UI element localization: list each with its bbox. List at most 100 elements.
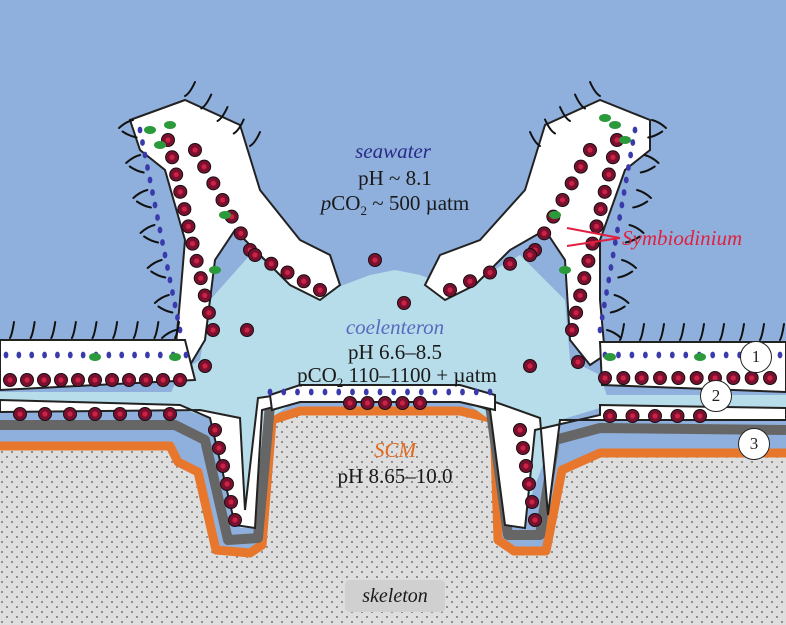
green-fluorescent-granule (164, 121, 176, 129)
green-fluorescent-granule (609, 121, 621, 129)
cell-nucleus (405, 388, 410, 396)
coelenteron-pco2: pCO2 110–1100 + µatm (282, 363, 512, 390)
cilium (216, 106, 229, 122)
scm-ph-text: pH 8.65–10.0 (337, 464, 453, 488)
cell-nucleus (363, 388, 369, 396)
cell-nucleus (172, 301, 178, 309)
symbiont-core (372, 257, 378, 263)
cell-nucleus (460, 388, 465, 396)
symbiont-core (587, 147, 593, 153)
scm-ph: pH 8.65–10.0 (320, 466, 470, 487)
coelenteron-pco2-rest: 110–1100 + µatm (343, 363, 497, 387)
symbiont-core (142, 411, 148, 417)
cell-nucleus (723, 351, 729, 359)
cell-nucleus (432, 388, 438, 396)
cilium (679, 323, 685, 341)
cilium (659, 323, 665, 341)
cell-nucleus (162, 251, 168, 259)
symbiont-core (268, 261, 274, 267)
symbiont-core (216, 445, 222, 451)
symbiont-core (674, 413, 681, 419)
coelenteron-ph-text: pH 6.6–8.5 (348, 340, 442, 364)
seawater-pco2-co: CO (331, 191, 361, 215)
symbiont-core (117, 411, 123, 417)
symbiont-core (487, 269, 493, 276)
cilium (232, 118, 245, 135)
cell-nucleus (446, 388, 452, 396)
cilium (628, 224, 645, 234)
cilium (529, 131, 541, 147)
cell-nucleus (616, 351, 621, 359)
cell-nucleus (160, 239, 165, 246)
cilium (609, 305, 626, 314)
seawater-name: seawater (355, 139, 431, 163)
symbiont-core (92, 411, 98, 417)
cell-nucleus (621, 189, 627, 196)
green-fluorescent-granule (89, 353, 101, 361)
symbiont-core (520, 445, 526, 451)
symbiont-core (697, 413, 703, 419)
cilium (200, 93, 213, 110)
symbiont-core (219, 197, 226, 203)
cell-nucleus (142, 151, 148, 159)
cilium (739, 323, 745, 341)
cilium (639, 165, 656, 174)
cell-nucleus (656, 351, 662, 359)
cilium (651, 119, 667, 129)
coelenteron-name: coelenteron (345, 315, 445, 339)
cell-nucleus (157, 351, 163, 359)
symbiont-core (517, 427, 523, 433)
cell-nucleus (322, 388, 328, 396)
symbiont-core (228, 499, 234, 505)
seawater-pco2-rest: ~ 500 µatm (366, 191, 470, 215)
symbiont-core (347, 400, 353, 406)
coelenteron-pco2-main: pCO (297, 363, 337, 387)
cell-nucleus (267, 388, 273, 396)
cell-nucleus (630, 139, 636, 146)
cell-nucleus (623, 176, 629, 184)
cell-nucleus (777, 351, 783, 359)
symbiont-core (206, 310, 212, 316)
symbiont-core (606, 171, 612, 178)
cilium (125, 154, 142, 164)
symbiont-core (160, 377, 166, 383)
green-fluorescent-granule (619, 136, 631, 144)
cell-nucleus (3, 351, 9, 359)
cell-nucleus (140, 139, 145, 146)
symbiont-core (541, 230, 547, 236)
cilium (544, 118, 556, 135)
symbiont-core (181, 206, 187, 212)
cilium (153, 321, 160, 339)
symbiont-core (610, 154, 616, 160)
seawater-pco2-sub: 2 (360, 203, 367, 219)
seawater-pco2-p: p (320, 191, 332, 215)
cilium (50, 321, 57, 339)
symbiont-core (7, 377, 13, 383)
green-fluorescent-granule (694, 353, 706, 361)
symbiont-core (382, 400, 388, 406)
symbiont-core (317, 287, 323, 293)
symbiont-core (712, 375, 718, 381)
symbiont-core (58, 377, 64, 383)
symbiont-core (657, 375, 663, 381)
symbiont-core (639, 375, 645, 381)
cilium (9, 321, 15, 339)
symbiont-core (198, 275, 204, 281)
symbiont-core (575, 359, 581, 365)
cell-nucleus (281, 388, 287, 396)
symbiont-core (165, 137, 171, 143)
symbiont-core (620, 375, 626, 381)
symbiont-core (581, 275, 587, 281)
cilium (153, 294, 170, 304)
cell-nucleus (599, 314, 605, 321)
cell-nucleus (165, 264, 170, 271)
symbiont-core (614, 137, 620, 143)
symbiont-core (730, 375, 736, 381)
symbiont-core (24, 377, 30, 383)
cilium (574, 93, 586, 110)
scm-label: SCM (355, 440, 435, 461)
green-fluorescent-granule (169, 353, 181, 361)
cell-nucleus (350, 388, 355, 396)
symbiont-core (42, 411, 48, 417)
